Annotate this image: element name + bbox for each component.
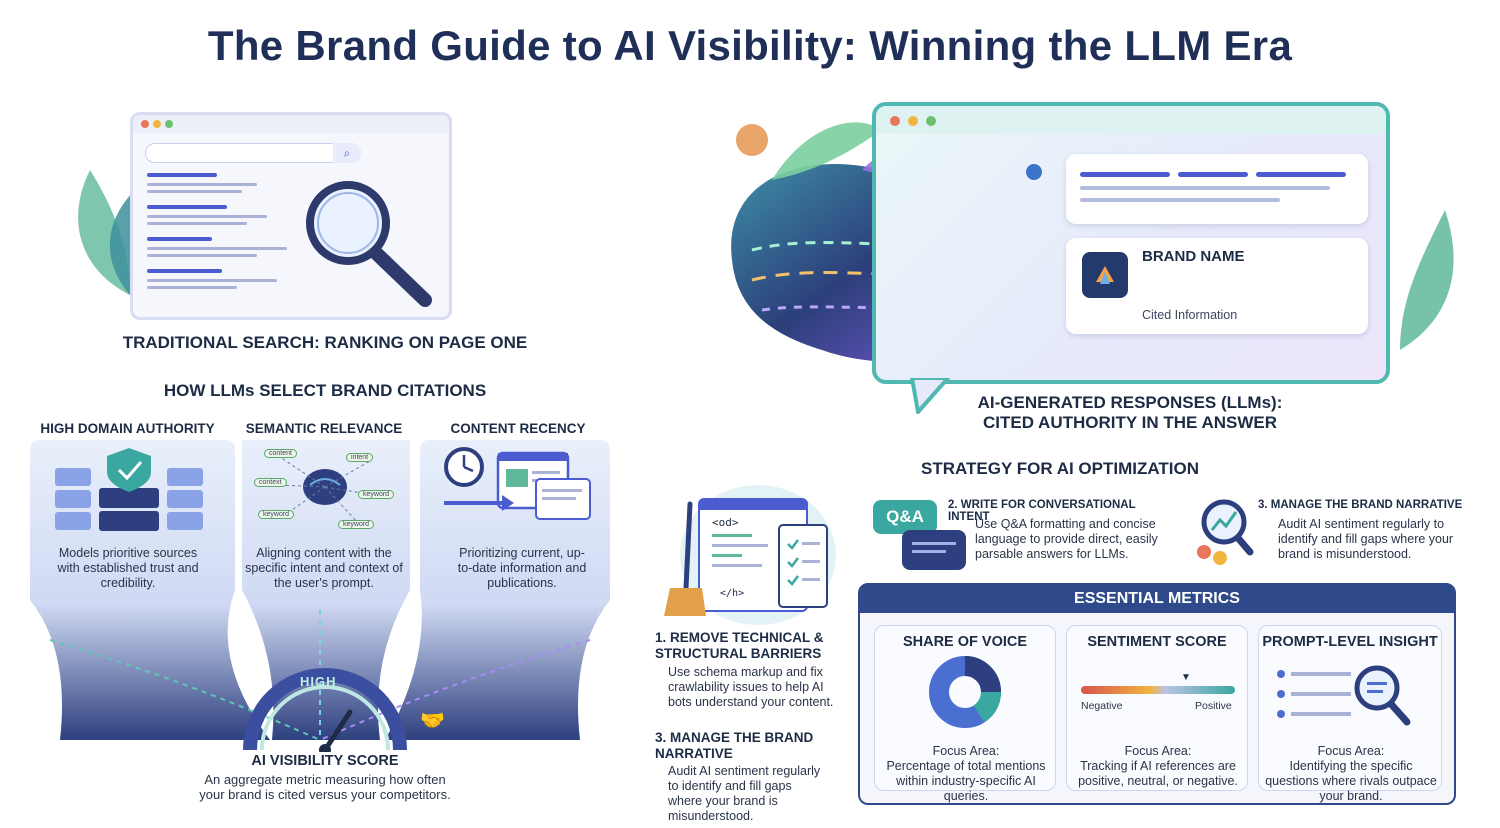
metric-title: SHARE OF VOICE [902, 634, 1028, 650]
ai-responses-label: AI-GENERATED RESPONSES (LLMs): CITED AUT… [977, 393, 1283, 432]
brand-logo-icon [1082, 252, 1128, 298]
brain-network-icon [274, 456, 376, 526]
metric-title: PROMPT-LEVEL INSIGHT [1262, 634, 1438, 650]
share-donut-icon [929, 656, 1002, 728]
strategy-2-text: Use Q&A formatting and concise language … [975, 517, 1158, 561]
citations-heading: HOW LLMs SELECT BRAND CITATIONS [163, 381, 487, 400]
search-bar[interactable] [145, 143, 361, 163]
column-title-domain-authority: HIGH DOMAIN AUTHORITY [40, 421, 215, 436]
sentiment-marker-icon: ▼ [1181, 672, 1191, 683]
visibility-gauge-icon [243, 668, 407, 752]
user-query-bubble [1066, 154, 1368, 224]
search-browser-window: ⌕ [130, 112, 452, 320]
qa-bubble-icon: Q&A [873, 500, 937, 534]
leaf-decoration-right [1400, 210, 1454, 350]
strategy-3-title: 3. MANAGE THE BRAND NARRATIVE [1258, 499, 1463, 511]
strategy-3b-text: Audit AI sentiment regularly to identify… [668, 764, 821, 823]
metric-card-sentiment-score: SENTIMENT SCORE ▼ Negative Positive Focu… [1066, 625, 1248, 791]
magnifier-icon [306, 181, 432, 307]
ai-chat-window: BRAND NAME Cited Information [872, 102, 1390, 384]
node-tag: keyword [358, 490, 395, 499]
server-stack-icon [55, 448, 203, 531]
strategy-2-title: 2. WRITE FOR CONVERSATIONAL INTENT [948, 499, 1136, 523]
narrative-magnifier-icon [1197, 499, 1254, 565]
node-tag: keyword [338, 520, 375, 529]
qa-bubble-back-icon [902, 530, 966, 570]
brand-citation-card: BRAND NAME Cited Information [1066, 238, 1368, 334]
content-recency-text: Prioritizing current, up-to-date informa… [457, 546, 587, 590]
broom-icon [664, 501, 706, 616]
metric-card-share-of-voice: SHARE OF VOICE Focus Area: Percentage of… [874, 625, 1056, 803]
prompt-list-magnifier-icon [1277, 665, 1411, 726]
visibility-score-text: An aggregate metric measuring how often … [199, 772, 451, 802]
traditional-search-label: TRADITIONAL SEARCH: RANKING ON PAGE ONE [122, 333, 528, 352]
visibility-score-title: AI VISIBILITY SCORE [251, 753, 399, 769]
cited-information: Cited Information [1142, 308, 1238, 322]
negative-label: Negative [1081, 700, 1123, 712]
leaf-decoration-left [78, 170, 138, 295]
checklist-clipboard-icon [778, 524, 828, 608]
page-title: The Brand Guide to AI Visibility: Winnin… [207, 22, 1293, 69]
sentiment-scale [1081, 686, 1235, 694]
node-tag: intent [346, 453, 374, 462]
strategy-3b-title: 3. MANAGE THE BRAND NARRATIVE [655, 730, 814, 761]
gauge-label: HIGH [300, 674, 337, 689]
strategy-1-title: 1. REMOVE TECHNICAL & STRUCTURAL BARRIER… [655, 630, 824, 661]
node-tag: content [264, 449, 297, 458]
metric-card-prompt-insight: PROMPT-LEVEL INSIGHT Focus Area: Identif… [1258, 625, 1442, 803]
node-tag: keyword [258, 510, 295, 519]
strategy-3-text: Audit AI sentiment regularly to identify… [1278, 517, 1454, 561]
user-avatar-icon [1026, 164, 1042, 180]
search-icon[interactable]: ⌕ [333, 143, 361, 163]
search-result-lines [147, 173, 287, 289]
domain-authority-text: Models prioritive sources with establish… [57, 546, 199, 590]
essential-metrics-panel: ESSENTIAL METRICS SHARE OF VOICE Focus A… [858, 583, 1456, 805]
clock-browser-icon [444, 447, 591, 520]
chat-tail [910, 378, 950, 414]
strategy-1-text: Use schema markup and fix crawlability i… [668, 665, 834, 709]
positive-label: Positive [1195, 700, 1232, 712]
essential-metrics-header: ESSENTIAL METRICS [860, 585, 1454, 613]
column-title-content-recency: CONTENT RECENCY [450, 421, 586, 436]
metric-title: SENTIMENT SCORE [1087, 634, 1227, 650]
node-tag: context [254, 478, 287, 487]
strategy-heading: STRATEGY FOR AI OPTIMIZATION [921, 459, 1199, 478]
semantic-relevance-text: Aligning content with the specific inten… [245, 546, 403, 590]
handshake-icon: 🤝 [420, 710, 445, 732]
column-title-semantic-relevance: SEMANTIC RELEVANCE [245, 421, 403, 436]
brand-name: BRAND NAME [1142, 248, 1245, 265]
